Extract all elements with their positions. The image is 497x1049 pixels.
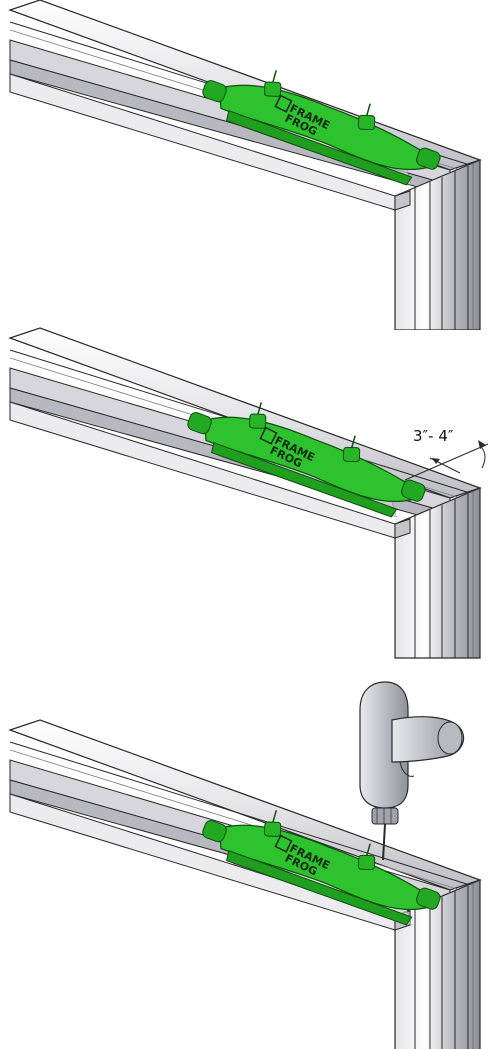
step-2-measure-position: FRAME FROG 3″- 4″ xyxy=(0,318,497,673)
dimension-callout: 3″- 4″ xyxy=(404,427,489,481)
power-drill-icon xyxy=(359,681,465,861)
frame-frog-jig: FRAME FROG xyxy=(182,398,431,519)
frame-corner-illustration-3: FRAME FROG xyxy=(9,681,481,1049)
frame-frog-jig: FRAME FROG xyxy=(197,806,446,927)
dimension-label: 3″- 4″ xyxy=(413,427,454,445)
frame-frog-jig: FRAME FROG xyxy=(197,66,446,187)
step-1-frog-placed: FRAME FROG xyxy=(0,0,497,330)
step-3-drill-screw: FRAME FROG xyxy=(0,680,497,1049)
frame-corner-illustration-1: FRAME FROG xyxy=(9,0,481,330)
frame-corner-illustration-2: FRAME FROG 3″- 4″ xyxy=(9,327,489,659)
